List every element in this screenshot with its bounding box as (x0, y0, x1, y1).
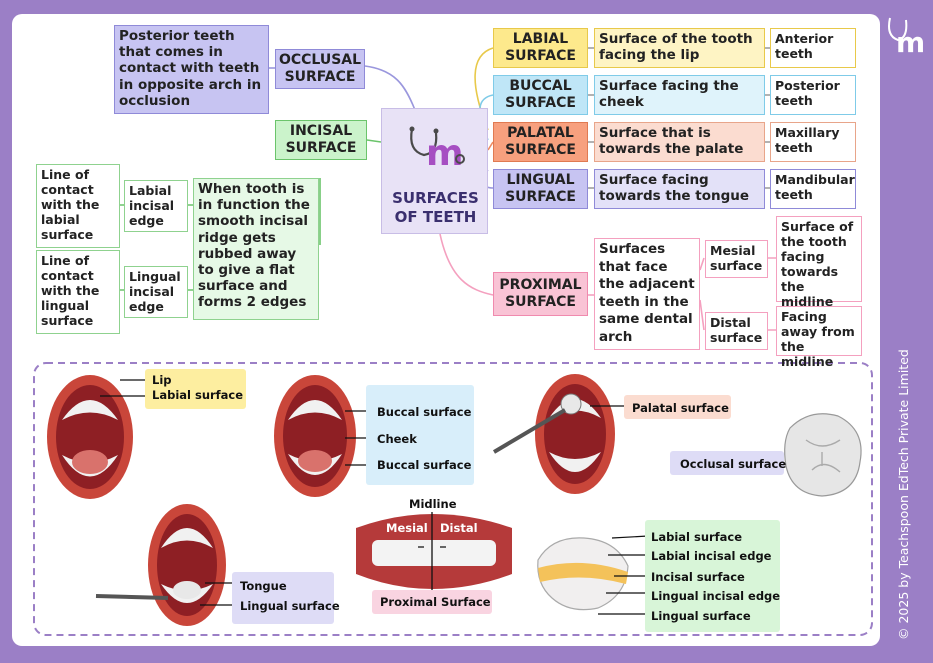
incisor-tooth-illustration (537, 537, 629, 611)
fig7-labial-surface-label: Labial surface (651, 530, 743, 544)
fig3-label-box (624, 395, 731, 419)
center-title-line1: SURFACES (392, 189, 479, 207)
fig7-incisal-surface-label: Incisal surface (651, 570, 745, 584)
palatal-surface-description: Surface that is towards the palate (594, 122, 765, 162)
svg-text:m: m (426, 133, 464, 171)
open-mouth-illustration-2 (274, 375, 356, 497)
fig4-label-box (670, 451, 784, 475)
fig5-lingual-surface-label: Lingual surface (240, 599, 340, 613)
buccal-surface-teeth: Posterior teeth (770, 75, 856, 115)
stethoscope-m-logo-icon: m (404, 123, 466, 174)
labial-incisal-edge-label: Labial incisal edge (124, 180, 188, 232)
buccal-surface-description: Surface facing the cheek (594, 75, 765, 115)
fig5-tongue-label: Tongue (240, 579, 287, 593)
fig5-label-box (232, 572, 334, 624)
fig1-label-box (145, 369, 246, 409)
connector-palatal (487, 141, 494, 151)
fig7-label-box (645, 520, 780, 632)
fig7-lingual-surface-label: Lingual surface (651, 609, 751, 623)
fig3-palatal-surface-label: Palatal surface (632, 401, 729, 415)
fig6-mesial-label: Mesial (386, 521, 428, 535)
palatal-surface-teeth: Maxillary teeth (770, 122, 856, 162)
distal-surface-label: Distal surface (705, 312, 768, 350)
front-teeth-illustration (356, 512, 512, 590)
fig6-distal-label: Distal (440, 521, 478, 535)
connector-proximal (439, 233, 494, 296)
fig2-buccal-surface-top-label: Buccal surface (377, 405, 472, 419)
center-title-line2: OF TEETH (394, 207, 477, 226)
fig7-lingual-incisal-edge-label: Lingual incisal edge (651, 589, 781, 603)
molar-tooth-illustration (784, 413, 862, 497)
mesial-surface-description: Surface of the tooth facing towards the … (776, 216, 862, 309)
fig2-cheek-label: Cheek (377, 432, 417, 446)
svg-text:m: m (896, 26, 925, 56)
fig7-labial-incisal-edge-label: Labial incisal edge (651, 549, 772, 563)
fig6-midline-label: Midline (409, 497, 457, 511)
mesial-surface-label: Mesial surface (705, 240, 768, 278)
fig4-occlusal-surface-label: Occlusal surface (680, 457, 787, 471)
fig1-labial-surface-label: Labial surface (152, 388, 244, 402)
incisal-surface-description: When tooth is in function the smooth inc… (193, 178, 319, 320)
labial-surface-description: Surface of the tooth facing the lip (594, 28, 765, 68)
open-mouth-illustration-1 (47, 375, 133, 499)
lingual-incisal-edge-label: Lingual incisal edge (124, 266, 188, 318)
fig2-buccal-surface-bottom-label: Buccal surface (377, 458, 472, 472)
labial-surface-teeth: Anterior teeth (770, 28, 856, 68)
fig6-label-box (372, 590, 492, 614)
connector-occlusal (364, 65, 416, 111)
m-stethoscope-brand-icon: m (884, 14, 928, 59)
labial-incisal-edge-description: Line of contact with the labial surface (36, 164, 120, 248)
lingual-incisal-edge-description: Line of contact with the lingual surface (36, 250, 120, 334)
fig6-proximal-surface-label: Proximal Surface (380, 595, 491, 609)
proximal-surface-description: Surfaces that face the adjacent teeth in… (594, 238, 700, 350)
lingual-surface-teeth: Mandibular teeth (770, 169, 856, 209)
occlusal-surface-description: Posterior teeth that comes in contact wi… (114, 25, 269, 114)
open-mouth-illustration-4 (95, 504, 226, 626)
lingual-surface-description: Surface facing towards the tongue (594, 169, 765, 209)
open-mouth-illustration-3 (492, 374, 615, 494)
distal-surface-description: Facing away from the midline (776, 306, 862, 369)
fig1-lip-label: Lip (152, 373, 172, 387)
copyright-text: © 2025 by Teachspoon EdTech Private Limi… (896, 349, 911, 640)
center-node: m SURFACES OF TEETH (381, 108, 488, 234)
fig2-label-box (366, 385, 474, 485)
connector-incisal (366, 139, 382, 143)
